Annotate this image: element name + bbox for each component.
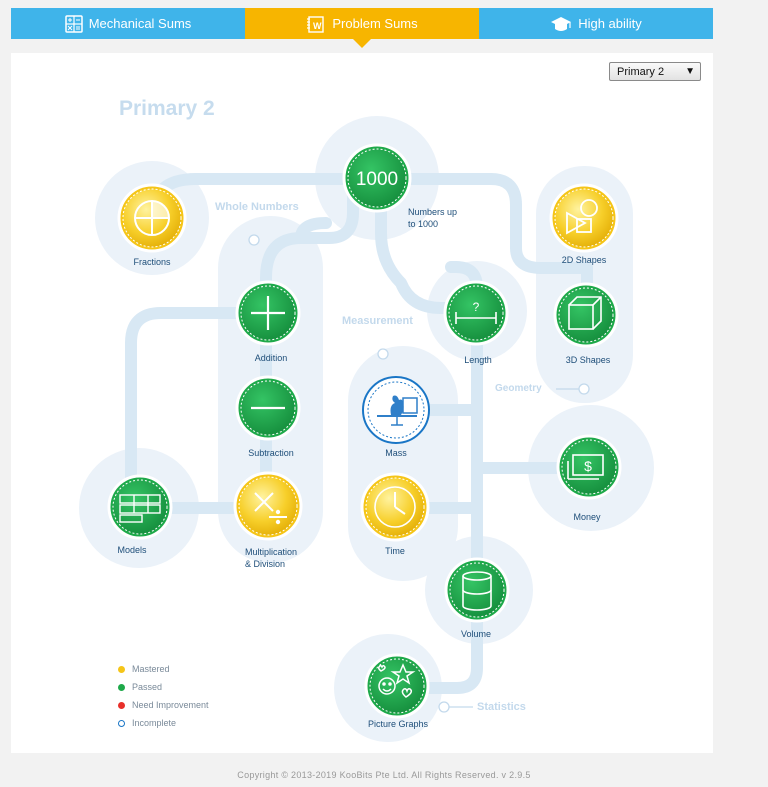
- label-2d-shapes: 2D Shapes: [561, 255, 607, 265]
- section-geometry: Geometry: [495, 383, 542, 394]
- topic-fractions[interactable]: [117, 183, 187, 253]
- label-3d-shapes: 3D Shapes: [565, 355, 611, 365]
- label-addition: Addition: [254, 353, 288, 363]
- smiley-star-heart-icon: [377, 663, 416, 698]
- clock-icon: [374, 486, 416, 528]
- page-title: Primary 2: [119, 97, 215, 120]
- label-numbers-line1: Numbers up: [408, 207, 458, 217]
- shapes-2d-icon: [566, 199, 598, 235]
- pie-icon: [134, 200, 170, 236]
- topic-2d-shapes[interactable]: [549, 183, 619, 253]
- number-1000-icon: 1000: [356, 169, 398, 190]
- svg-text:?: ?: [473, 300, 480, 314]
- topic-picture-graphs[interactable]: [364, 653, 430, 719]
- topic-mass[interactable]: [362, 376, 430, 444]
- topic-length[interactable]: ?: [443, 280, 509, 346]
- status-legend: Mastered Passed Need Improvement Incompl…: [118, 660, 209, 732]
- topic-volume[interactable]: [444, 557, 510, 623]
- topic-money[interactable]: $: [556, 434, 622, 500]
- tab-problem-sums[interactable]: W Problem Sums: [245, 8, 479, 48]
- dropdown-arrow-icon: ▼: [685, 66, 695, 77]
- mastered-dot-icon: [118, 665, 125, 673]
- label-time: Time: [385, 546, 405, 556]
- topic-models[interactable]: [107, 474, 173, 540]
- section-statistics: Statistics: [477, 701, 526, 713]
- need-improvement-dot-icon: [118, 701, 125, 709]
- cube-icon: [568, 296, 602, 330]
- incomplete-dot-icon: [118, 719, 125, 727]
- topic-subtraction[interactable]: [235, 375, 301, 441]
- label-multiplication-division: Multiplication & Division: [245, 546, 297, 570]
- label-subtraction: Subtraction: [248, 448, 294, 458]
- legend-label: Incomplete: [132, 718, 177, 728]
- tab-bar: Mechanical Sums W Problem Sums High abil…: [11, 8, 713, 48]
- plus-icon: [251, 296, 285, 330]
- scale-icon: [377, 395, 418, 426]
- cylinder-icon: [462, 571, 492, 611]
- tab-mechanical-sums[interactable]: Mechanical Sums: [11, 8, 245, 39]
- topic-multiplication-division[interactable]: [233, 471, 303, 541]
- level-select-value: Primary 2: [617, 66, 665, 78]
- legend-item-incomplete: Incomplete: [118, 714, 209, 732]
- legend-item-mastered: Mastered: [118, 660, 209, 678]
- label-money: Money: [573, 512, 601, 522]
- statistics-marker: [438, 701, 450, 713]
- label-multiplication-line1: Multiplication: [245, 547, 298, 557]
- notebook-icon: W: [306, 15, 326, 33]
- topic-time[interactable]: [360, 472, 430, 542]
- label-multiplication-line2: & Division: [245, 559, 286, 569]
- bar-model-icon: [119, 494, 161, 523]
- ruler-icon: ?: [455, 300, 497, 324]
- legend-label: Mastered: [132, 664, 170, 674]
- measurement-marker: [377, 348, 389, 360]
- graduation-cap-icon: [550, 15, 572, 33]
- dollar-bill-icon: $: [567, 454, 604, 480]
- label-volume: Volume: [460, 629, 492, 639]
- label-models: Models: [117, 545, 147, 555]
- label-numbers-line2: to 1000: [408, 219, 439, 229]
- tab-high-ability[interactable]: High ability: [479, 8, 713, 39]
- legend-label: Need Improvement: [132, 700, 209, 710]
- tab-problem-sums-label: Problem Sums: [332, 16, 418, 31]
- passed-dot-icon: [118, 683, 125, 691]
- legend-item-need-improvement: Need Improvement: [118, 696, 209, 714]
- label-picture-graphs: Picture Graphs: [367, 719, 429, 729]
- calculator-icon: [64, 14, 83, 33]
- label-fractions: Fractions: [133, 257, 171, 267]
- geometry-marker: [578, 383, 590, 395]
- whole-numbers-marker: [248, 234, 260, 246]
- tab-high-ability-label: High ability: [578, 16, 642, 31]
- label-mass: Mass: [385, 448, 407, 458]
- multiply-divide-icon: [254, 492, 287, 525]
- topic-addition[interactable]: [235, 280, 301, 346]
- learning-path-map: 1000 ?: [79, 116, 654, 742]
- topic-numbers-up-to-1000[interactable]: 1000: [342, 143, 412, 213]
- legend-label: Passed: [132, 682, 163, 692]
- svg-text:$: $: [584, 458, 592, 474]
- svg-text:W: W: [313, 21, 322, 31]
- learning-map-panel: Primary 2 ▼ Primary 2: [11, 53, 713, 753]
- tab-mechanical-sums-label: Mechanical Sums: [88, 16, 192, 31]
- section-whole-numbers: Whole Numbers: [215, 201, 299, 213]
- legend-item-passed: Passed: [118, 678, 209, 696]
- section-measurement: Measurement: [342, 315, 413, 327]
- label-numbers-up-to-1000: Numbers up to 1000: [408, 206, 457, 230]
- level-select[interactable]: Primary 2 ▼: [609, 62, 701, 81]
- topic-3d-shapes[interactable]: [553, 282, 619, 348]
- label-length: Length: [464, 355, 492, 365]
- footer-copyright: Copyright © 2013-2019 KooBits Pte Ltd. A…: [237, 770, 531, 780]
